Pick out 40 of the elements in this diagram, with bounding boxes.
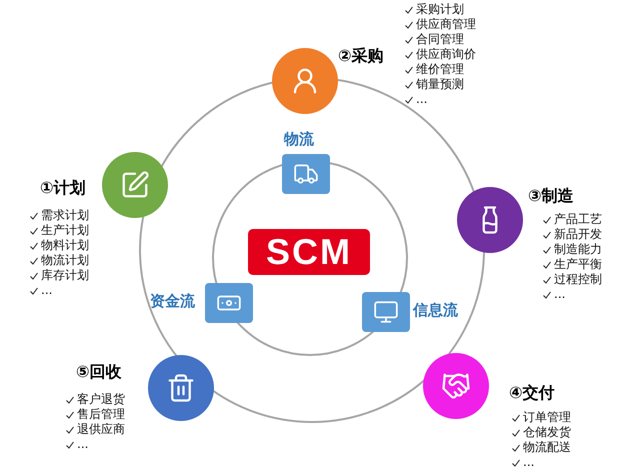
scm-badge	[248, 229, 370, 275]
flow-label: 资金流	[150, 292, 195, 311]
list-item: 供应商询价	[416, 47, 476, 62]
list-item: 生产计划	[41, 223, 89, 238]
scm-title: SCM	[266, 231, 352, 273]
list-item: 物料计划	[41, 238, 89, 253]
list-item: 新品开发	[554, 227, 602, 242]
list-item: ...	[77, 437, 88, 452]
flow-label: 物流	[284, 130, 314, 149]
list-item: 生产平衡	[554, 257, 602, 272]
stage-heading: ③制造	[528, 186, 574, 207]
list-item: 物流计划	[41, 253, 89, 268]
stage-heading: ②采购	[338, 46, 384, 67]
list-item: 销量预测	[416, 77, 464, 92]
list-item: 制造能力	[554, 242, 602, 257]
list-item: ...	[416, 92, 428, 107]
flow-box	[205, 283, 253, 323]
list-item: 库存计划	[41, 268, 89, 283]
list-item: 采购计划	[416, 2, 464, 17]
stage-heading: ④交付	[509, 383, 555, 404]
list-item: 需求计划	[41, 208, 89, 223]
list-item: 售后管理	[77, 407, 125, 422]
stage-heading: ⑤回收	[76, 362, 122, 383]
list-item: 退供应商	[77, 422, 125, 437]
list-item: ...	[554, 287, 566, 302]
list-item: ...	[41, 283, 52, 298]
list-item: 供应商管理	[416, 17, 476, 32]
list-item: 仓储发货	[523, 425, 571, 440]
list-item: 合同管理	[416, 32, 464, 47]
list-item: 物流配送	[523, 440, 571, 455]
flow-box	[362, 292, 410, 332]
list-item: 客户退货	[77, 392, 125, 407]
list-item: 维价管理	[416, 62, 464, 77]
list-item: ...	[523, 455, 534, 470]
list-item: 订单管理	[523, 410, 571, 425]
list-item: 过程控制	[554, 272, 602, 287]
stage-heading: ①计划	[40, 178, 86, 199]
flow-label: 信息流	[413, 301, 458, 320]
list-item: 产品工艺	[554, 212, 602, 227]
flow-box	[282, 154, 330, 194]
